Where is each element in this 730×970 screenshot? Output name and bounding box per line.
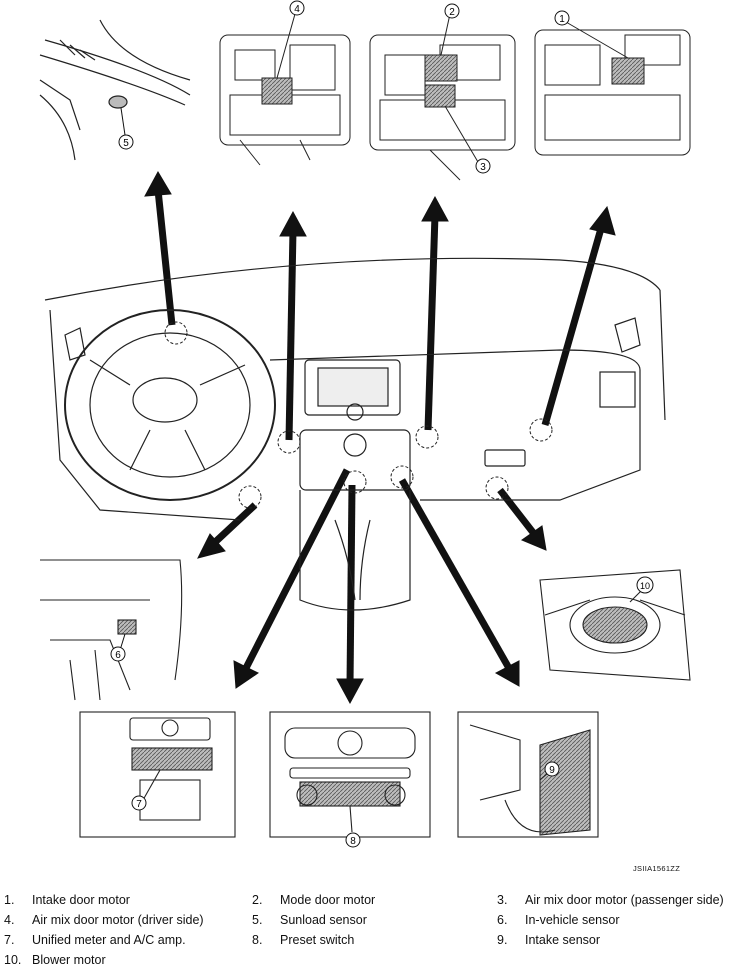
callout-4: 4	[289, 0, 305, 16]
sunload-sensor-detail	[39, 19, 191, 161]
callout-2: 2	[444, 3, 460, 19]
component-location-diagram: 1 2 3 4 5 6 7 8 9 10	[39, 0, 691, 848]
figure-code: JSIIA1561ZZ	[633, 864, 681, 873]
hvac-unit-center-detail	[369, 13, 516, 181]
legend-item: 7.Unified meter and A/C amp.	[4, 933, 186, 947]
meter-ac-amp-detail	[79, 711, 236, 838]
svg-text:8: 8	[350, 836, 356, 847]
svg-text:2: 2	[449, 7, 455, 18]
legend-item: 3.Air mix door motor (passenger side)	[497, 893, 724, 907]
svg-text:6: 6	[115, 650, 121, 661]
dashboard-illustration	[44, 257, 666, 611]
location-markers	[164, 321, 553, 509]
legend-item: 5.Sunload sensor	[252, 913, 367, 927]
legend: 1.Intake door motor 2.Mode door motor 3.…	[0, 893, 730, 970]
callout-10: 10	[636, 576, 654, 594]
legend-item: 10.Blower motor	[4, 953, 106, 967]
blower-motor-detail	[539, 569, 691, 681]
callout-8: 8	[345, 832, 361, 848]
svg-text:4: 4	[294, 4, 300, 15]
location-arrows	[144, 170, 616, 705]
callout-3: 3	[475, 158, 491, 174]
callout-7: 7	[131, 795, 147, 811]
legend-item: 6.In-vehicle sensor	[497, 913, 620, 927]
legend-item: 4.Air mix door motor (driver side)	[4, 913, 204, 927]
callout-1: 1	[554, 10, 570, 26]
legend-item: 2.Mode door motor	[252, 893, 376, 907]
intake-sensor-detail	[457, 711, 599, 838]
svg-text:9: 9	[549, 765, 555, 776]
legend-item: 9.Intake sensor	[497, 933, 601, 947]
svg-text:7: 7	[136, 799, 142, 810]
svg-text:10: 10	[640, 581, 650, 591]
preset-switch-detail	[269, 711, 431, 838]
svg-text:5: 5	[123, 138, 129, 149]
legend-item: 1.Intake door motor	[4, 893, 130, 907]
hvac-unit-left-detail	[219, 13, 351, 166]
callout-6: 6	[110, 633, 126, 662]
callout-5: 5	[118, 107, 134, 150]
callout-9: 9	[544, 761, 560, 777]
legend-item: 8.Preset switch	[252, 933, 355, 947]
svg-text:3: 3	[480, 162, 486, 173]
in-vehicle-sensor-detail	[40, 559, 183, 701]
hvac-unit-right-detail	[534, 21, 691, 156]
svg-text:1: 1	[559, 14, 565, 25]
